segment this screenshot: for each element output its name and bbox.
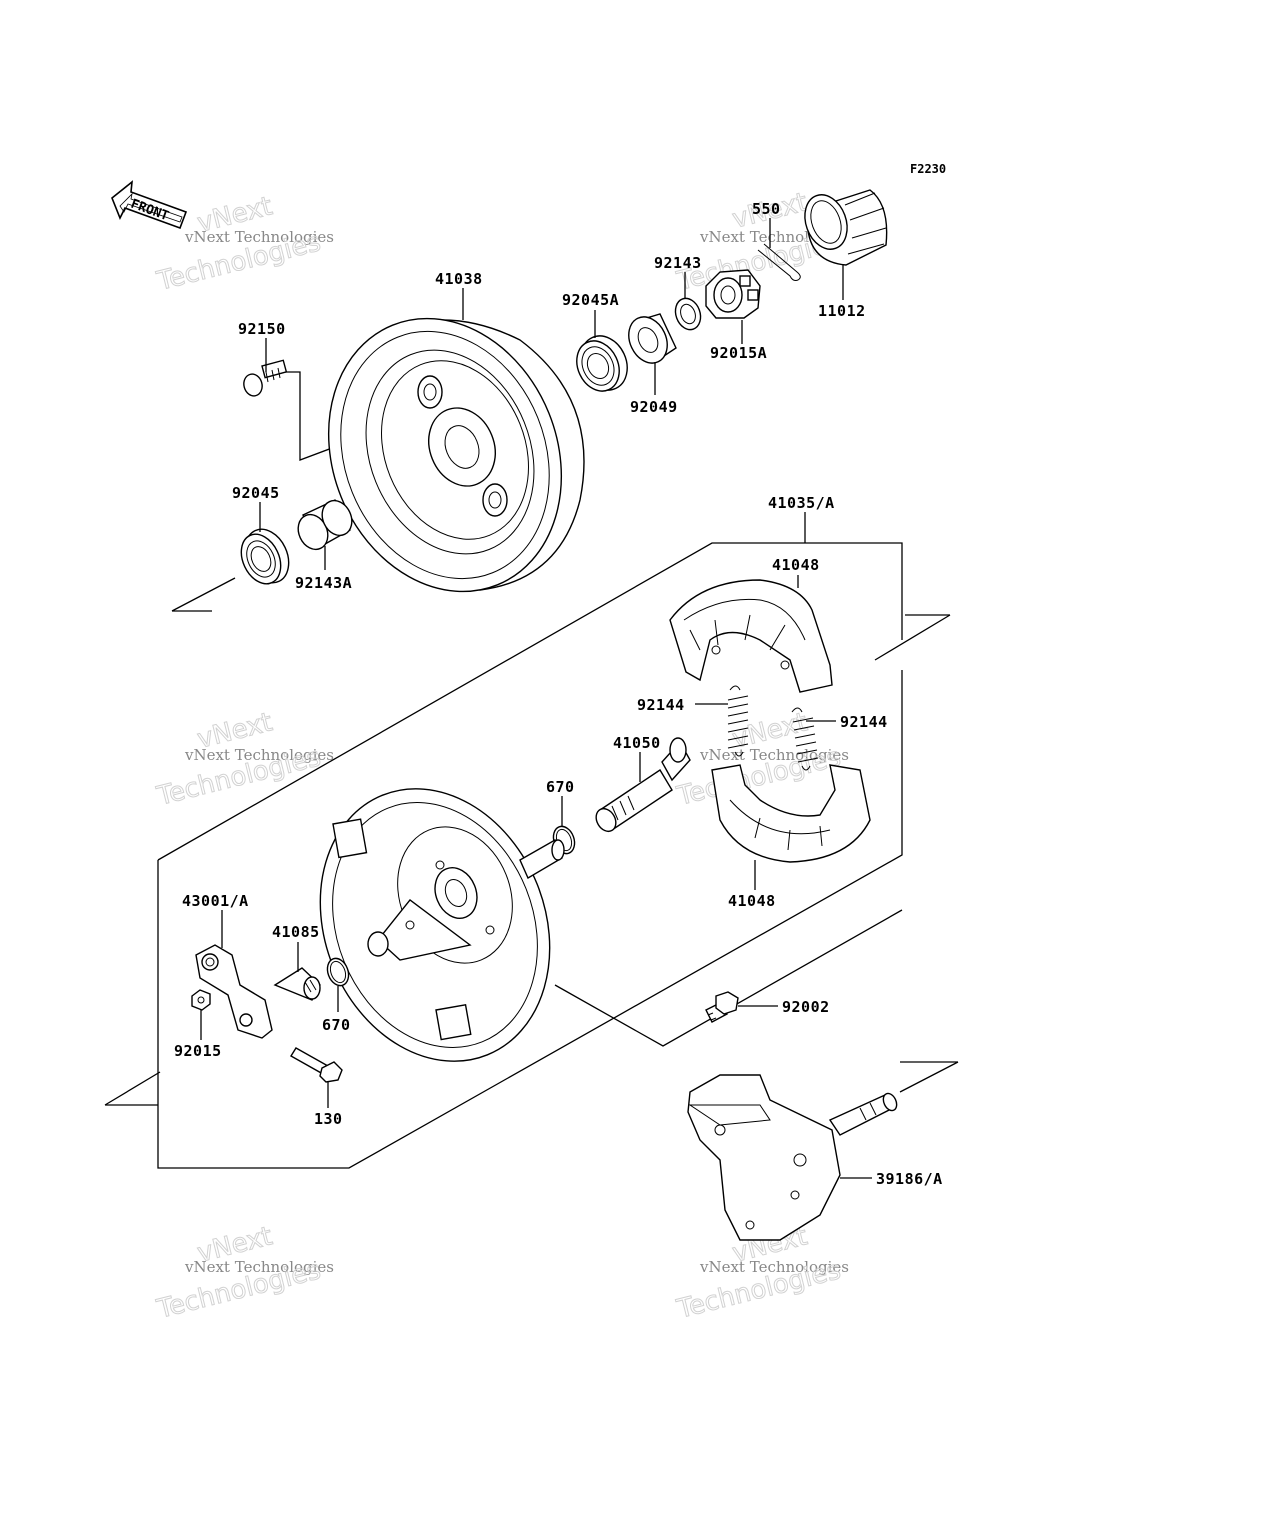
part-label-670-lower: 670: [322, 1016, 351, 1034]
part-labels: 550 11012 92143 92015A 92045A 92049 4103…: [174, 200, 943, 1188]
brake-shoe-41048-lower: [711, 764, 871, 863]
o-ring-670-lower: [326, 957, 350, 987]
part-label-92015A: 92015A: [710, 344, 767, 362]
part-label-92045: 92045: [232, 484, 280, 502]
spring-92144-right: [791, 707, 819, 771]
part-label-41048-upper: 41048: [772, 556, 820, 574]
cotter-pin-550: [757, 243, 801, 281]
bolt-92150: [243, 359, 288, 397]
part-label-92002: 92002: [782, 998, 830, 1016]
brake-panel: [319, 788, 565, 1062]
hub-cap-11012: [804, 189, 888, 266]
watermark-bottom-left: vNext vNext Technologies Technologies: [153, 1221, 334, 1326]
watermark-text: vNext Technologies: [184, 746, 334, 764]
spacer-92049: [628, 313, 677, 364]
bolt-130: [290, 1047, 343, 1083]
bolt-92002: [705, 991, 739, 1023]
bearing-92045: [240, 528, 290, 585]
part-label-41035A: 41035/A: [768, 494, 835, 512]
part-label-92015: 92015: [174, 1042, 222, 1060]
part-label-11012: 11012: [818, 302, 866, 320]
camshaft-41050: [595, 737, 691, 833]
part-label-92049: 92049: [630, 398, 678, 416]
washer-92143: [674, 297, 702, 331]
part-label-550: 550: [752, 200, 781, 218]
part-label-39186A: 39186/A: [876, 1170, 943, 1188]
part-label-92144-left: 92144: [637, 696, 685, 714]
watermark-text: vNext Technologies: [184, 228, 334, 246]
spacer-92143A: [297, 499, 353, 551]
brake-shoe-41048-upper: [669, 579, 833, 693]
part-label-41085: 41085: [272, 923, 320, 941]
lever-43001A: [195, 944, 273, 1039]
part-label-41050: 41050: [613, 734, 661, 752]
part-label-41048-lower: 41048: [728, 892, 776, 910]
nut-92015: [191, 989, 211, 1011]
indicator-plate-41085: [273, 967, 321, 1001]
figure-code: F2230: [910, 162, 946, 176]
watermark-middle-left: vNext vNext Technologies Technologies: [153, 707, 334, 813]
watermark-text: vNext Technologies: [184, 1258, 334, 1276]
brake-drum-41038: [327, 317, 585, 593]
castle-nut-92015A: [705, 269, 761, 319]
watermark-top-left: vNext vNext Technologies Technologies: [153, 191, 334, 298]
part-label-92144-right: 92144: [840, 713, 888, 731]
part-label-130: 130: [314, 1110, 343, 1128]
part-label-92143: 92143: [654, 254, 702, 272]
watermark-middle-right: vNext vNext Technologies Technologies: [673, 707, 849, 813]
watermark-text: vNext Technologies: [699, 1258, 849, 1276]
part-label-43001A: 43001/A: [182, 892, 249, 910]
bearing-92045A: [576, 335, 628, 392]
part-label-92150: 92150: [238, 320, 286, 338]
part-label-92045A: 92045A: [562, 291, 619, 309]
front-arrow-icon: FRONT: [111, 180, 188, 230]
part-label-41038: 41038: [435, 270, 483, 288]
steering-knuckle-39186A: [687, 1074, 898, 1241]
watermark-top-right: vNext vNext Technologies Technologies: [673, 187, 849, 298]
leader-lines: [200, 218, 872, 1179]
spring-92144-left: [727, 685, 749, 757]
part-label-92143A: 92143A: [295, 574, 352, 592]
part-label-670-upper: 670: [546, 778, 575, 796]
